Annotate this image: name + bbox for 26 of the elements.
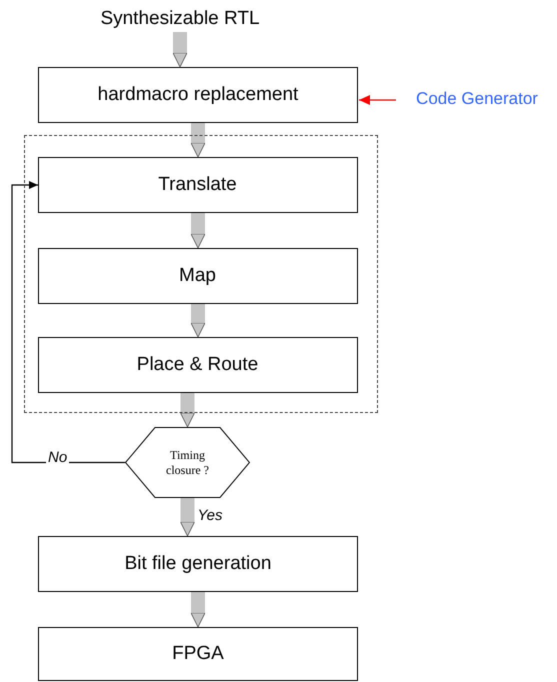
step-label: Translate bbox=[158, 172, 237, 196]
dashed-group-box bbox=[24, 135, 378, 413]
step-label: Map bbox=[179, 264, 216, 288]
process-box bbox=[38, 536, 358, 592]
process-box bbox=[38, 67, 358, 123]
step-label: Bit file generation bbox=[124, 552, 272, 576]
block-arrow bbox=[172, 32, 188, 68]
process-box bbox=[38, 627, 358, 681]
step-label: hardmacro replacement bbox=[98, 83, 298, 107]
input-label: Synthesizable RTL bbox=[100, 7, 260, 31]
arrow bbox=[359, 95, 396, 105]
process-box bbox=[38, 336, 358, 392]
step-label: FPGA bbox=[172, 642, 224, 666]
block-arrow bbox=[190, 213, 206, 248]
block-arrow bbox=[180, 393, 195, 428]
process-box bbox=[38, 156, 358, 212]
block-arrow bbox=[180, 498, 195, 536]
tool-label: Code Generator bbox=[416, 88, 538, 110]
block-arrow bbox=[190, 592, 206, 628]
step-label: Place & Route bbox=[136, 352, 258, 376]
decision-label: Timing closure ? bbox=[165, 448, 210, 478]
block-arrow bbox=[190, 304, 206, 338]
arrow bbox=[11, 181, 125, 464]
process-box bbox=[38, 248, 358, 304]
edge-label: No bbox=[46, 448, 70, 466]
block-arrow bbox=[190, 123, 206, 158]
